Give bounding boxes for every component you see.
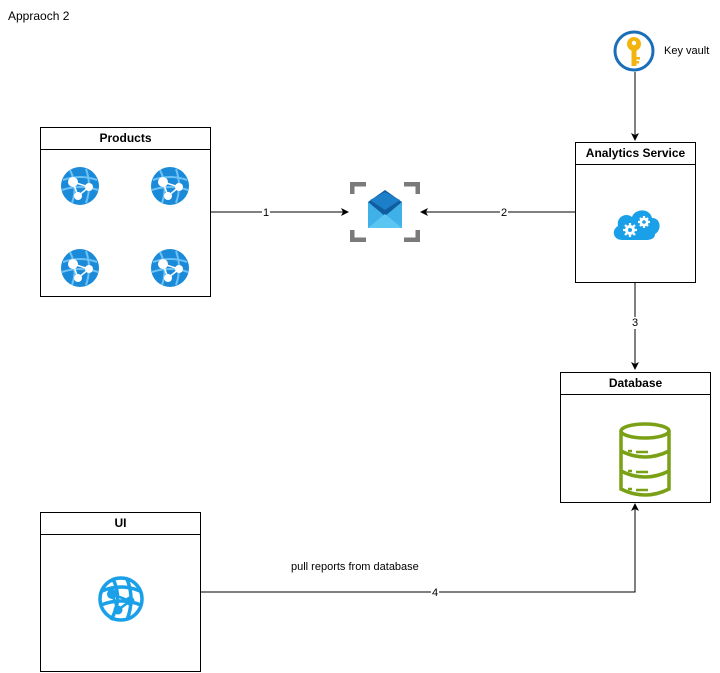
analytics-service-title: Analytics Service <box>576 143 695 165</box>
analytics-service-box[interactable]: Analytics Service <box>575 142 696 283</box>
ui-box[interactable]: UI <box>40 512 201 672</box>
edge-label-4: 4 <box>431 587 440 599</box>
cloud-gears-icon <box>610 204 662 244</box>
edge-label-1: 1 <box>262 207 271 219</box>
queue-envelope-icon[interactable] <box>349 181 421 243</box>
database-box[interactable]: Database <box>560 372 711 503</box>
products-box[interactable]: Products <box>40 127 211 297</box>
products-title: Products <box>41 128 210 150</box>
edge-4 <box>201 503 639 593</box>
diagram-title: Appraoch 2 <box>8 9 70 23</box>
key-vault-icon[interactable] <box>613 29 655 73</box>
web-globe-icon <box>97 575 145 623</box>
database-title: Database <box>561 373 710 395</box>
app-service-icon-2 <box>151 167 189 205</box>
key-vault-label: Key vault <box>664 45 710 57</box>
edge-note-4: pull reports from database <box>291 561 419 573</box>
ui-title: UI <box>41 513 200 535</box>
database-icon <box>618 421 672 499</box>
edge-label-3: 3 <box>631 317 640 329</box>
edge-label-2: 2 <box>500 207 509 219</box>
app-service-icon-4 <box>151 249 189 287</box>
app-service-icon-3 <box>61 249 99 287</box>
app-service-icon-1 <box>61 167 99 205</box>
